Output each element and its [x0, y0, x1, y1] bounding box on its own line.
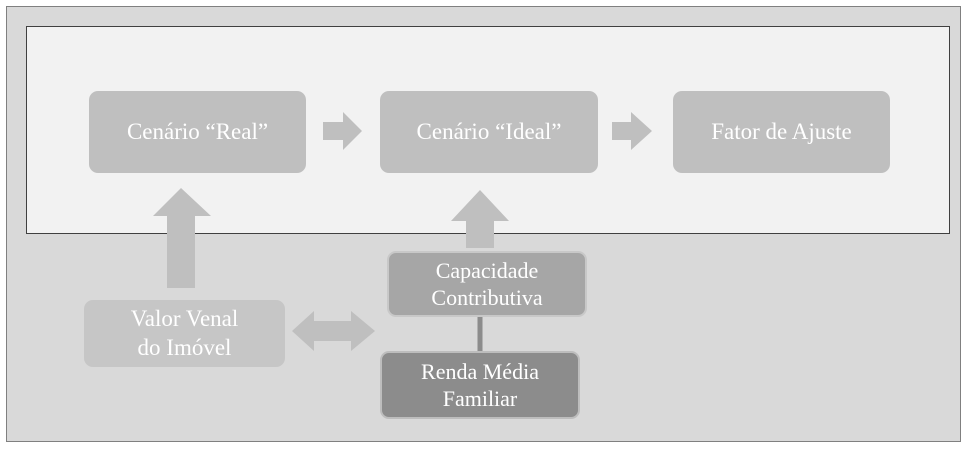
node-capacidade-contributiva: Capacidade Contributiva — [387, 251, 587, 317]
node-cenario-real: Cenário “Real” — [89, 91, 306, 173]
node-fator-ajuste: Fator de Ajuste — [673, 91, 890, 173]
node-capacidade-contributiva-label: Capacidade Contributiva — [431, 257, 543, 311]
arrow-ideal-to-fator — [612, 112, 652, 150]
node-renda-media-familiar: Renda Média Familiar — [380, 351, 580, 419]
arrow-capacidade-to-ideal — [451, 190, 509, 248]
arrow-real-to-ideal — [323, 112, 362, 150]
node-valor-venal-label: Valor Venal do Imóvel — [130, 305, 239, 360]
node-renda-media-familiar-label: Renda Média Familiar — [421, 358, 539, 412]
arrow-valor-to-real — [153, 188, 211, 288]
node-cenario-real-label: Cenário “Real” — [126, 118, 269, 144]
arrow-valor-capacidade — [292, 311, 375, 351]
node-cenario-ideal-label: Cenário “Ideal” — [416, 118, 562, 144]
node-fator-ajuste-label: Fator de Ajuste — [711, 118, 852, 144]
node-valor-venal: Valor Venal do Imóvel — [84, 300, 285, 367]
node-cenario-ideal: Cenário “Ideal” — [380, 91, 598, 173]
